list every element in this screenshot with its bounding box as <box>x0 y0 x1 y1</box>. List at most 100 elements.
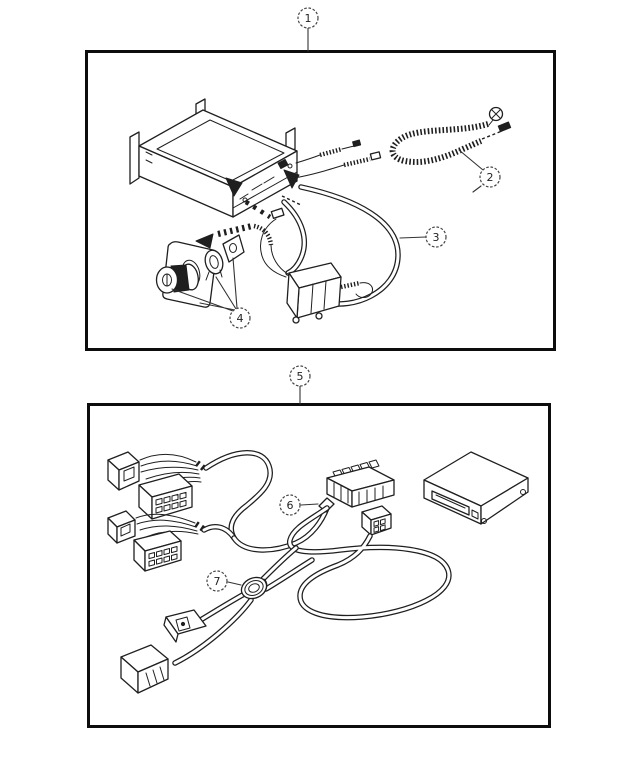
callout-5-label: 5 <box>297 370 304 383</box>
large-connector-upper <box>138 473 193 520</box>
mid-bottom-connector-pin <box>180 621 186 627</box>
bracket-cable-rib <box>253 223 274 246</box>
callout-4[interactable]: 4 <box>229 307 251 329</box>
callout-1[interactable]: 1 <box>297 7 319 29</box>
antenna-coil <box>389 121 489 165</box>
control-module-slot-line <box>435 494 466 509</box>
harness-dashed-lead <box>281 195 302 206</box>
wire-fan-lower <box>135 513 199 538</box>
wing-bracket <box>222 234 245 263</box>
radio-head-unit <box>129 98 298 218</box>
harness-loop-inner-core <box>282 200 306 275</box>
branch-connectors-upper <box>107 451 208 520</box>
antenna-end-connector <box>497 121 512 133</box>
control-module-foot-front <box>481 518 487 524</box>
kit-box-2: 5 <box>87 365 551 728</box>
callout-2-label: 2 <box>487 171 494 184</box>
antenna-plug-detail <box>491 109 501 119</box>
secondary-connector <box>361 505 392 536</box>
harness-thin-wire <box>260 218 287 278</box>
radio-screw-right <box>287 163 293 169</box>
callout-5[interactable]: 5 <box>289 365 311 387</box>
radio-front-connector-port <box>277 158 289 170</box>
callout-7[interactable]: 7 <box>206 570 228 592</box>
bottom-connector-stripes <box>145 666 165 687</box>
bottom-connector <box>120 644 169 694</box>
wing-bracket-plate <box>222 234 245 263</box>
large-connector-lower <box>133 530 182 572</box>
inline-module-foot-right <box>315 312 323 320</box>
callout-4-circle[interactable] <box>229 307 251 329</box>
callout-2-stub <box>472 185 482 193</box>
callout-5-circle[interactable] <box>289 365 311 387</box>
callout-4-leaders <box>171 257 238 312</box>
harness-wire-a-terminal <box>352 139 362 148</box>
long-cable-loops <box>172 505 452 666</box>
kit-box-1-border <box>85 50 556 351</box>
harness-small-plug <box>270 207 285 219</box>
radio-front-vents <box>239 176 275 200</box>
callout-6[interactable]: 6 <box>279 494 301 516</box>
loom-upper-tube-core <box>204 451 272 540</box>
harness-wire-a-tail <box>341 145 355 150</box>
loom-wrap-upper <box>195 460 208 473</box>
callout-3[interactable]: 3 <box>425 226 447 248</box>
small-connector-lower-port <box>120 523 131 537</box>
mid-bottom-connector-side <box>163 616 179 643</box>
ring-connector-tabs <box>205 269 223 281</box>
loom-lower-tube-core <box>202 525 236 540</box>
ring-connector-body <box>204 249 224 275</box>
harness-looms <box>201 450 330 553</box>
control-module <box>423 451 529 525</box>
arrow-into-radio-icon <box>283 169 300 189</box>
loom-wrap-lower <box>194 521 207 533</box>
small-connector-upper-port <box>123 466 135 482</box>
callout-7-label: 7 <box>214 575 221 588</box>
wire-fan-upper <box>139 453 202 493</box>
harness-wire-b <box>293 164 345 179</box>
install-arrows <box>195 169 300 275</box>
callout-1-circle[interactable] <box>297 7 319 29</box>
pass-through-grommet <box>227 576 268 600</box>
harness-wire-b-terminal <box>369 151 382 161</box>
callout-2[interactable]: 2 <box>479 166 501 188</box>
large-connector-upper-pins <box>155 491 187 514</box>
connector-6-ribs <box>333 482 384 505</box>
callout-7-circle[interactable] <box>206 570 228 592</box>
tube-to-grommet-a-core <box>261 546 298 581</box>
grommet-outer-ring <box>240 576 268 600</box>
grommet-inner-ring <box>248 583 260 593</box>
mid-bottom-connector <box>163 609 207 643</box>
inline-module-bands <box>310 280 327 314</box>
callout-3-label: 3 <box>433 231 440 244</box>
callout-2-circle[interactable] <box>479 166 501 188</box>
grommet-mid-ring <box>244 580 264 596</box>
tube-to-grommet-b-core <box>264 558 314 591</box>
ring-connector-bore <box>209 255 219 269</box>
tube-to-bottom-connector-core <box>173 598 253 665</box>
branch-connectors-lower <box>107 510 207 572</box>
control-module-foot-rear <box>520 489 526 495</box>
antenna-lead <box>481 130 503 140</box>
control-module-right <box>480 477 529 525</box>
mid-bottom-connector-port <box>175 616 191 632</box>
callout-6-leader <box>300 503 319 506</box>
harness-wire-b-rib <box>343 156 371 168</box>
antenna-cable <box>389 106 512 193</box>
module-out-rib <box>340 280 361 290</box>
loop-tube-main-core <box>288 506 451 620</box>
arrow-upper-icon <box>225 177 243 197</box>
small-connector-lower <box>107 510 136 544</box>
inline-module <box>286 262 342 324</box>
radio-left-flange <box>129 131 140 185</box>
callout-3-circle[interactable] <box>425 226 447 248</box>
ring-connector <box>204 249 224 281</box>
large-connector-lower-pins <box>148 546 178 567</box>
arrow-bracket-tick-trail <box>217 222 253 238</box>
knob <box>155 263 199 294</box>
callout-6-circle[interactable] <box>279 494 301 516</box>
main-harness-connector <box>300 459 395 513</box>
bracket-knob-assembly <box>155 234 245 312</box>
